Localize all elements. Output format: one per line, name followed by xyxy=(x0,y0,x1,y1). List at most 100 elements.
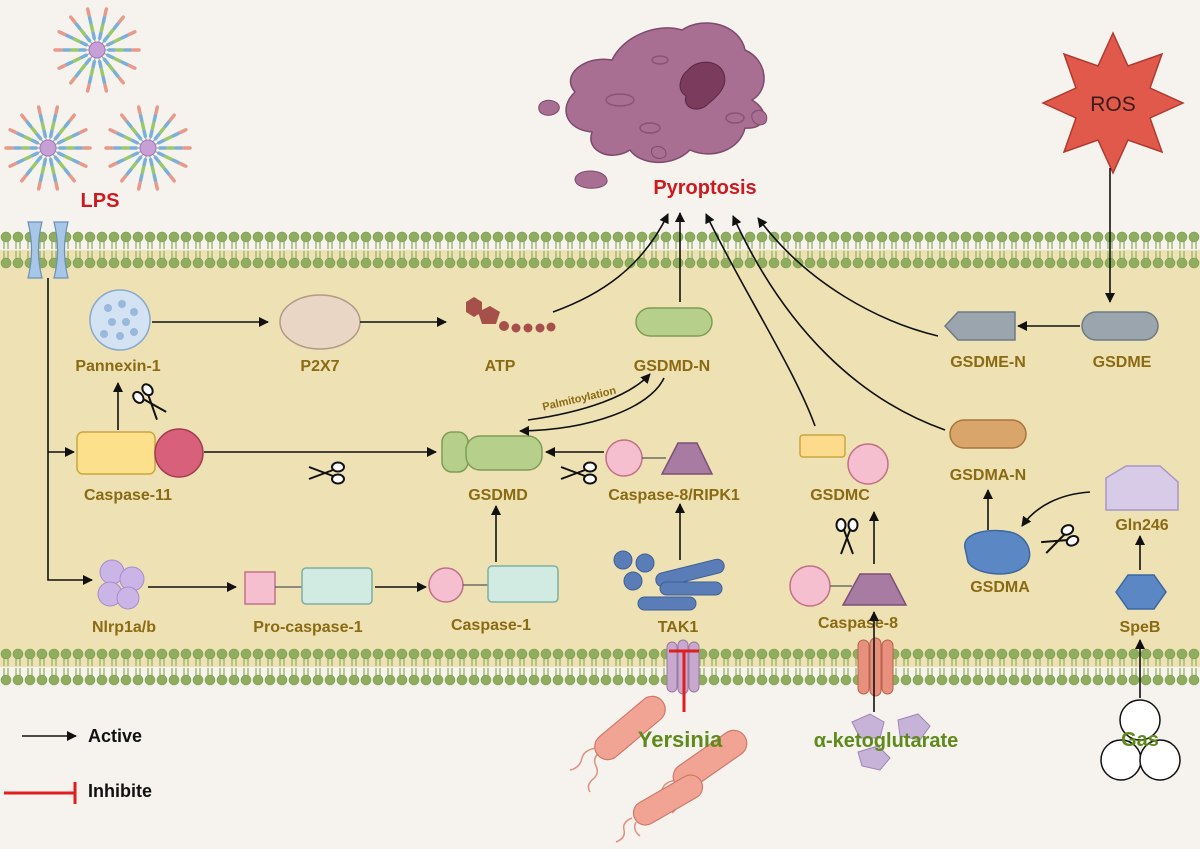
lipid-head xyxy=(804,257,816,269)
lipid-head xyxy=(732,674,744,686)
lipid-head xyxy=(984,648,996,660)
lps-segment xyxy=(89,22,95,33)
lipid-head xyxy=(300,257,312,269)
lipid-head xyxy=(984,231,996,243)
lipid-head xyxy=(912,231,924,243)
lipid-head xyxy=(564,674,576,686)
lps-segment xyxy=(50,120,56,131)
lipid-head xyxy=(684,257,696,269)
speb-icon xyxy=(1115,574,1167,610)
lipid-head xyxy=(1068,257,1080,269)
lipid-head xyxy=(192,257,204,269)
lipid-head xyxy=(348,257,360,269)
lipid-head xyxy=(144,231,156,243)
lipid-head xyxy=(204,648,216,660)
gsdmd-n-label: GSDMD-N xyxy=(634,358,710,375)
lps-segment xyxy=(52,173,58,183)
lipid-head xyxy=(408,231,420,243)
lipid-head xyxy=(900,257,912,269)
pyroptosis-label: Pyroptosis xyxy=(653,177,756,199)
lps-segment xyxy=(122,154,132,162)
lipid-head xyxy=(1008,674,1020,686)
lps-segment xyxy=(8,161,18,168)
lipid-head xyxy=(468,257,480,269)
lps-segment xyxy=(142,157,148,168)
lipid-head xyxy=(612,257,624,269)
lipid-head xyxy=(576,648,588,660)
lps-segment xyxy=(136,105,142,115)
lipid-head xyxy=(708,257,720,269)
lipid-head xyxy=(732,257,744,269)
lipid-head xyxy=(276,648,288,660)
p2x7-label: P2X7 xyxy=(300,358,339,375)
lps-segment xyxy=(168,174,176,183)
lipid-head xyxy=(228,231,240,243)
lps-segment xyxy=(101,75,107,85)
lipid-head xyxy=(204,257,216,269)
lipid-head xyxy=(780,257,792,269)
lipid-head xyxy=(1104,674,1116,686)
lipid-head xyxy=(864,231,876,243)
lipid-head xyxy=(288,231,300,243)
lipid-head xyxy=(936,674,948,686)
lps-segment xyxy=(112,70,120,79)
lipid-head xyxy=(240,231,252,243)
lps-segment xyxy=(106,53,115,60)
lipid-head xyxy=(36,648,48,660)
lps-segment xyxy=(127,30,137,37)
lps-segment xyxy=(125,119,133,128)
lipid-head xyxy=(96,674,108,686)
lipid-head xyxy=(960,674,972,686)
lipid-head xyxy=(852,257,864,269)
lipid-head xyxy=(780,231,792,243)
lps-segment xyxy=(20,174,28,183)
lipid-head xyxy=(660,257,672,269)
lps-segment xyxy=(20,113,28,122)
lipid-head xyxy=(996,648,1008,660)
lipid-head xyxy=(384,648,396,660)
lipid-head xyxy=(1164,257,1176,269)
lipid-head xyxy=(600,257,612,269)
lps-segment xyxy=(74,21,82,30)
lipid-head xyxy=(480,231,492,243)
lps-segment xyxy=(127,63,137,70)
lipid-head xyxy=(672,231,684,243)
lipid-head xyxy=(624,674,636,686)
legend-active-label: Active xyxy=(88,726,142,746)
lipid-head xyxy=(744,231,756,243)
lipid-head xyxy=(636,674,648,686)
lps-icon xyxy=(4,7,192,191)
lipid-head xyxy=(228,648,240,660)
lipid-head xyxy=(1020,231,1032,243)
lipid-head xyxy=(264,674,276,686)
lps-segment xyxy=(79,27,87,37)
lipid-head xyxy=(1056,257,1068,269)
lipid-head xyxy=(792,231,804,243)
lipid-head xyxy=(384,257,396,269)
lps-segment xyxy=(142,128,148,139)
lipid-head xyxy=(240,648,252,660)
pyroptotic-cell-icon xyxy=(538,22,768,189)
lipid-head xyxy=(840,674,852,686)
lps-segment xyxy=(157,138,166,145)
lps-segment xyxy=(79,40,88,47)
lipid-head xyxy=(1092,257,1104,269)
lps-segment xyxy=(122,134,132,142)
lps-segment xyxy=(71,158,81,165)
lipid-head xyxy=(912,257,924,269)
lipid-head xyxy=(1032,648,1044,660)
lipid-head xyxy=(924,231,936,243)
lps-segment xyxy=(53,155,61,164)
lipid-head xyxy=(276,674,288,686)
lipid-head xyxy=(912,674,924,686)
ros-star-icon xyxy=(1041,31,1185,175)
lps-segment xyxy=(38,173,44,183)
lipid-head xyxy=(720,674,732,686)
lipid-head xyxy=(132,648,144,660)
lps-segment xyxy=(154,105,160,115)
lps-segment xyxy=(89,67,95,78)
lps-segment xyxy=(138,173,144,183)
lipid-head xyxy=(612,674,624,686)
lps-label: LPS xyxy=(81,190,120,212)
lipid-head xyxy=(240,257,252,269)
